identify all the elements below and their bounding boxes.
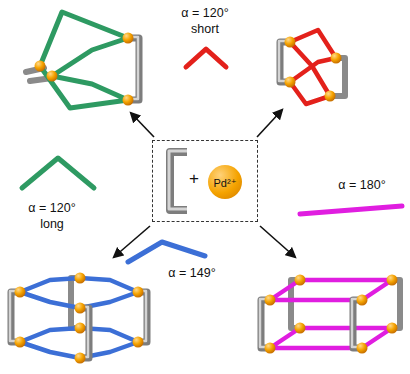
ligand-shape <box>300 206 402 214</box>
reaction-box: + Pd²⁺ <box>152 140 258 222</box>
angle-label: α = 120° <box>181 3 228 21</box>
blue-cage <box>75 323 86 334</box>
angle-label: α = 180° <box>338 178 385 192</box>
green-cage <box>128 38 139 100</box>
magenta-cage <box>260 275 400 354</box>
red-cage <box>331 53 342 64</box>
green-cage <box>128 37 138 99</box>
blue-cage <box>75 273 86 284</box>
angle-label: α = 120° <box>28 198 75 216</box>
green-cage <box>26 12 139 108</box>
green-cage <box>47 71 58 82</box>
palladium-ion: Pd²⁺ <box>208 165 242 199</box>
magenta-cage <box>295 275 306 286</box>
red-cage <box>280 42 290 82</box>
blue-cage <box>75 303 86 314</box>
reaction-arrow <box>260 226 295 257</box>
length-label: long <box>40 217 64 231</box>
bracket-ligand <box>169 151 187 210</box>
ligand-shape <box>22 158 94 188</box>
blue-cage <box>10 273 147 364</box>
blue-cage <box>15 337 26 348</box>
blue-cage <box>133 337 144 348</box>
green-cage <box>123 95 134 106</box>
blue-cage <box>11 292 147 358</box>
length-label: short <box>191 22 219 36</box>
magenta-cage <box>270 280 392 348</box>
green-cage <box>35 61 46 72</box>
blue-cage <box>10 291 146 357</box>
bracket-ligand <box>170 152 187 210</box>
reaction-arrow <box>114 110 295 257</box>
magenta-cage <box>357 295 368 306</box>
magenta-cage <box>387 323 398 334</box>
red-cage <box>325 91 336 102</box>
blue-cage <box>133 287 144 298</box>
angle-label: α = 149° <box>168 263 215 281</box>
angle-label: α = 180° <box>338 175 385 193</box>
reaction-arrow <box>257 110 282 137</box>
ligand-shape <box>186 49 226 67</box>
blue-cage <box>15 287 26 298</box>
magenta-cage <box>261 300 362 348</box>
blue-cage <box>75 353 86 364</box>
magenta-cage <box>387 275 398 286</box>
angle-label: α = 120° <box>181 6 228 20</box>
red-cage <box>285 77 296 88</box>
reaction-arrow <box>131 113 154 137</box>
ion-label: Pd²⁺ <box>214 166 237 200</box>
angle-label: α = 149° <box>168 266 215 280</box>
red-cage <box>279 30 345 104</box>
angle-label: α = 120° <box>28 201 75 215</box>
magenta-cage <box>265 295 276 306</box>
length-label: long <box>40 214 64 232</box>
magenta-cage <box>295 323 306 334</box>
green-cage <box>123 33 134 44</box>
magenta-cage <box>357 343 368 354</box>
red-cage <box>330 58 345 96</box>
red-cage <box>285 37 296 48</box>
green-cage <box>40 12 128 108</box>
length-label: short <box>191 19 219 37</box>
bracket-ligand <box>169 151 187 209</box>
magenta-cage <box>265 343 276 354</box>
ligand-shape <box>128 242 205 262</box>
red-cage <box>290 30 336 104</box>
magenta-cage <box>260 299 362 347</box>
plus-sign: + <box>189 170 199 188</box>
